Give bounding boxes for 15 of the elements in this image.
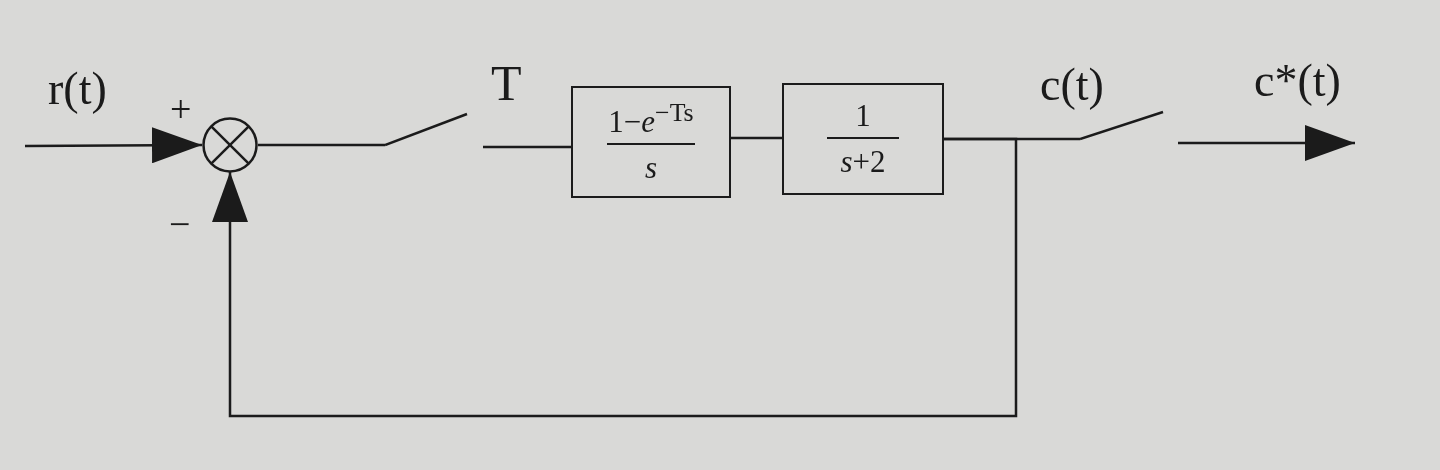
transfer-function-block [782, 83, 944, 195]
denominator-text: s+2 [840, 145, 886, 180]
denominator-text: s [644, 151, 658, 186]
numerator-text: 1−e$^{−Ts}$ [608, 98, 694, 140]
transfer-function-block [571, 86, 731, 198]
connector-line [731, 136, 782, 140]
minus-sign: − [169, 205, 191, 243]
arrow [212, 137, 1018, 418]
connector-line [525, 145, 571, 149]
numerator-text: 1 [855, 98, 871, 133]
sampling-period-label: T [491, 58, 522, 108]
connector-line [258, 143, 385, 147]
arrow [1178, 125, 1355, 161]
arrow [25, 127, 202, 164]
plus-sign: + [170, 90, 192, 128]
